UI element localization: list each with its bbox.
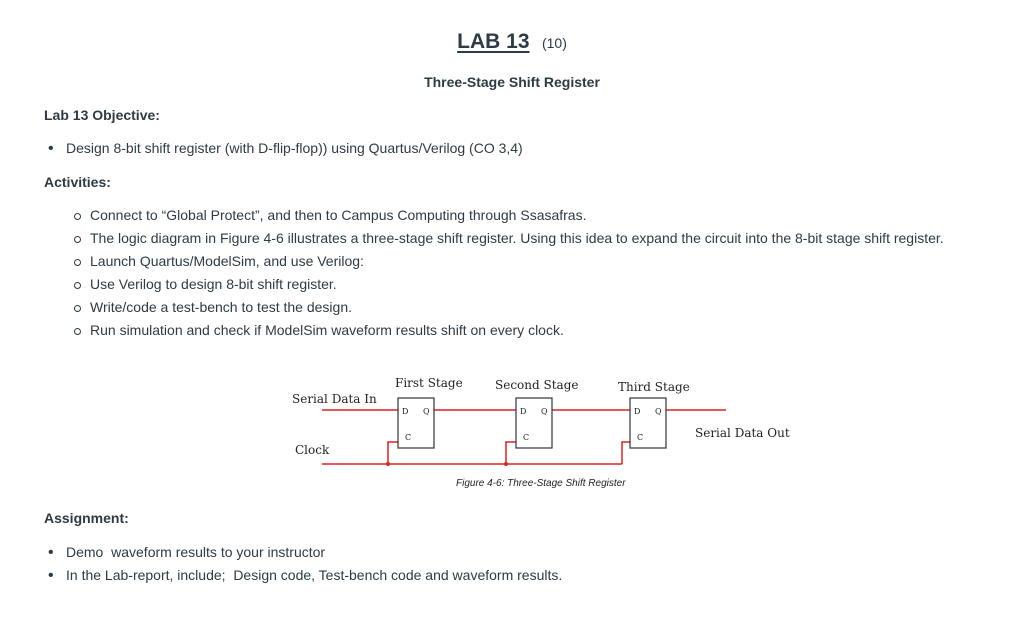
clock-junction-2 — [504, 462, 508, 466]
page-subtitle: Three-Stage Shift Register — [424, 74, 600, 90]
pin-c-label: C — [637, 433, 643, 442]
shift-register-diagram: D Q C D Q C D Q C First Stage Second Sta… — [292, 376, 790, 489]
pin-c-label: C — [523, 433, 529, 442]
clock-branch-2 — [505, 441, 516, 464]
pin-d-label: D — [520, 407, 526, 416]
stage-label-3: Third Stage — [618, 380, 690, 394]
activity-item: Run simulation and check if ModelSim wav… — [74, 319, 944, 342]
stage-label-1: First Stage — [395, 376, 463, 390]
assignment-heading: Assignment: — [44, 510, 129, 526]
clock-junction-1 — [386, 462, 390, 466]
activity-item: The logic diagram in Figure 4-6 illustra… — [74, 227, 944, 250]
circle-bullet-icon — [74, 305, 81, 312]
circle-bullet-icon — [74, 236, 81, 243]
assignment-item: Demo waveform results to your instructor — [44, 541, 562, 564]
activity-item: Launch Quartus/ModelSim, and use Verilog… — [74, 250, 944, 273]
circle-bullet-icon — [74, 328, 81, 335]
serial-in-label: Serial Data In — [292, 392, 377, 406]
objective-item: Design 8-bit shift register (with D-flip… — [44, 137, 523, 160]
pin-q-label: Q — [423, 407, 430, 416]
page-title: LAB 13 — [457, 30, 530, 53]
activities-list: Connect to “Global Protect”, and then to… — [74, 204, 944, 342]
activities-heading: Activities: — [44, 174, 111, 190]
points-label: (10) — [541, 35, 567, 51]
objective-list: Design 8-bit shift register (with D-flip… — [44, 137, 523, 160]
circle-bullet-icon — [74, 282, 81, 289]
stage-label-2: Second Stage — [495, 378, 578, 392]
pin-c-label: C — [405, 433, 411, 442]
title-row: LAB 13 (10) — [0, 30, 1024, 54]
serial-out-label: Serial Data Out — [695, 426, 790, 440]
flip-flop-1: D Q C — [397, 397, 435, 449]
circle-bullet-icon — [74, 213, 81, 220]
pin-q-label: Q — [655, 407, 662, 416]
assignment-list: Demo waveform results to your instructor… — [44, 541, 562, 587]
pin-d-label: D — [402, 407, 408, 416]
activity-item: Connect to “Global Protect”, and then to… — [74, 204, 944, 227]
pin-d-label: D — [634, 407, 640, 416]
objective-heading: Lab 13 Objective: — [44, 107, 160, 123]
clock-branch-1 — [387, 441, 398, 464]
assignment-item: In the Lab-report, include; Design code,… — [44, 564, 562, 587]
wires — [322, 409, 726, 466]
pin-q-label: Q — [541, 407, 548, 416]
clock-label: Clock — [295, 443, 330, 457]
activity-item: Write/code a test-bench to test the desi… — [74, 296, 944, 319]
activity-item: Use Verilog to design 8-bit shift regist… — [74, 273, 944, 296]
circle-bullet-icon — [74, 259, 81, 266]
figure-caption: Figure 4-6: Three-Stage Shift Register — [456, 478, 626, 489]
clock-branch-3 — [621, 441, 630, 464]
flip-flop-2: D Q C — [515, 397, 553, 449]
flip-flop-3: D Q C — [629, 397, 667, 449]
